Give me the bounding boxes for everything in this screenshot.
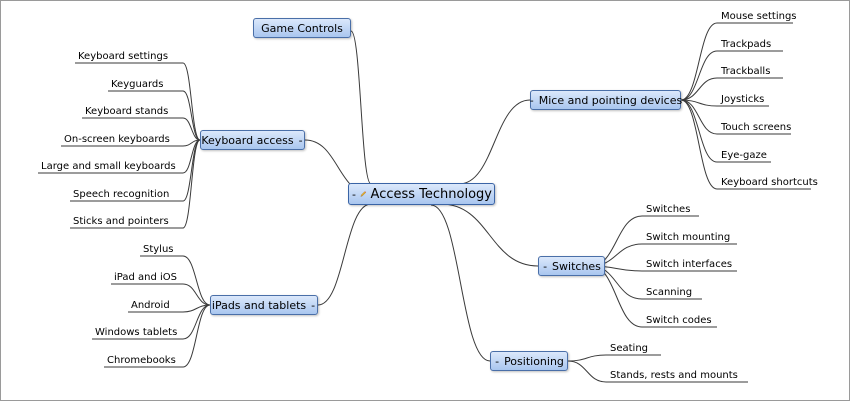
connector-mice-pointing-leaf	[680, 99, 718, 190]
connector-mice-pointing-leaf	[680, 77, 718, 101]
leaf-stands-rests-mounts[interactable]: Stands, rests and mounts	[610, 370, 738, 381]
topic-game-controls[interactable]: Game Controls	[253, 18, 351, 38]
leaf-large-small-keyboards[interactable]: Large and small keyboards	[41, 161, 176, 172]
central-topic[interactable]: - Access Technology	[348, 183, 495, 205]
topic-mice-pointing[interactable]: - Mice and pointing devices	[529, 90, 683, 110]
leaf-on-screen-keyboards[interactable]: On-screen keyboards	[64, 134, 170, 145]
connector-central-switches	[440, 203, 539, 267]
connector-central-positioning	[430, 204, 491, 362]
connector-central-mice-pointing	[458, 99, 531, 185]
topic-ipads-tablets[interactable]: iPads and tablets -	[210, 295, 318, 315]
connector-mice-pointing-leaf	[680, 99, 718, 163]
central-topic-label: Access Technology	[370, 186, 492, 202]
leaf-seating[interactable]: Seating	[610, 343, 649, 354]
collapse-toggle[interactable]: -	[311, 298, 316, 312]
leaf-ipad-ios[interactable]: iPad and iOS	[114, 272, 178, 283]
topic-label: iPads and tablets	[211, 298, 307, 312]
leaf-switch-codes[interactable]: Switch codes	[646, 315, 712, 326]
topic-label: Positioning	[504, 354, 564, 368]
connector-keyboard-access-leaf	[182, 139, 201, 202]
connector-keyboard-access-leaf	[182, 90, 201, 141]
leaf-android[interactable]: Android	[131, 300, 170, 311]
leaf-switch-interfaces[interactable]: Switch interfaces	[646, 259, 733, 270]
leaf-sticks-pointers[interactable]: Sticks and pointers	[73, 216, 169, 227]
connector-mice-pointing-leaf	[680, 50, 718, 101]
leaf-trackballs[interactable]: Trackballs	[721, 66, 771, 77]
leaf-speech-recognition[interactable]: Speech recognition	[73, 189, 170, 200]
topic-positioning[interactable]: - Positioning	[490, 351, 568, 371]
connector-ipads-tablets-leaf	[182, 304, 211, 368]
leaf-stylus[interactable]: Stylus	[143, 244, 174, 255]
topic-label: Keyboard access	[201, 133, 294, 147]
connector-keyboard-access-leaf	[182, 117, 201, 141]
topic-label: Mice and pointing devices	[538, 93, 683, 107]
collapse-toggle[interactable]: -	[529, 93, 534, 107]
leaf-chromebooks[interactable]: Chromebooks	[107, 355, 176, 366]
leaf-keyboard-stands[interactable]: Keyboard stands	[85, 106, 169, 117]
connector-mice-pointing-leaf	[680, 99, 718, 135]
leaf-switch-mounting[interactable]: Switch mounting	[646, 232, 731, 243]
leaf-windows-tablets[interactable]: Windows tablets	[95, 327, 178, 338]
leaf-keyboard-settings[interactable]: Keyboard settings	[78, 51, 169, 62]
connector-positioning-leaf	[567, 360, 607, 383]
pencil-icon	[360, 191, 367, 197]
collapse-toggle[interactable]: -	[495, 354, 500, 368]
leaf-keyguards[interactable]: Keyguards	[111, 79, 164, 90]
leaf-scanning[interactable]: Scanning	[646, 287, 693, 298]
topic-keyboard-access[interactable]: Keyboard access -	[200, 130, 305, 150]
topic-switches[interactable]: - Switches	[538, 256, 605, 276]
leaf-touch-screens[interactable]: Touch screens	[721, 122, 792, 133]
leaf-keyboard-shortcuts[interactable]: Keyboard shortcuts	[721, 177, 818, 188]
leaf-switches[interactable]: Switches	[646, 204, 691, 215]
connector-keyboard-access-leaf	[182, 139, 201, 229]
topic-label: Game Controls	[261, 21, 343, 35]
topic-label: Switches	[552, 259, 601, 273]
collapse-toggle[interactable]: -	[298, 133, 303, 147]
connector-central-game-controls	[350, 30, 372, 185]
connector-ipads-tablets-leaf	[182, 255, 211, 306]
connector-ipads-tablets-leaf	[182, 283, 211, 306]
leaf-mouse-settings[interactable]: Mouse settings	[721, 11, 797, 22]
connector-positioning-leaf	[567, 354, 607, 362]
connector-central-ipads-tablets	[317, 203, 372, 306]
collapse-toggle[interactable]: -	[543, 259, 548, 273]
leaf-eye-gaze[interactable]: Eye-gaze	[721, 150, 767, 161]
leaf-trackpads[interactable]: Trackpads	[721, 39, 772, 50]
connector-mice-pointing-leaf	[680, 22, 718, 101]
collapse-toggle[interactable]: -	[352, 187, 356, 201]
leaf-joysticks[interactable]: Joysticks	[721, 94, 765, 105]
